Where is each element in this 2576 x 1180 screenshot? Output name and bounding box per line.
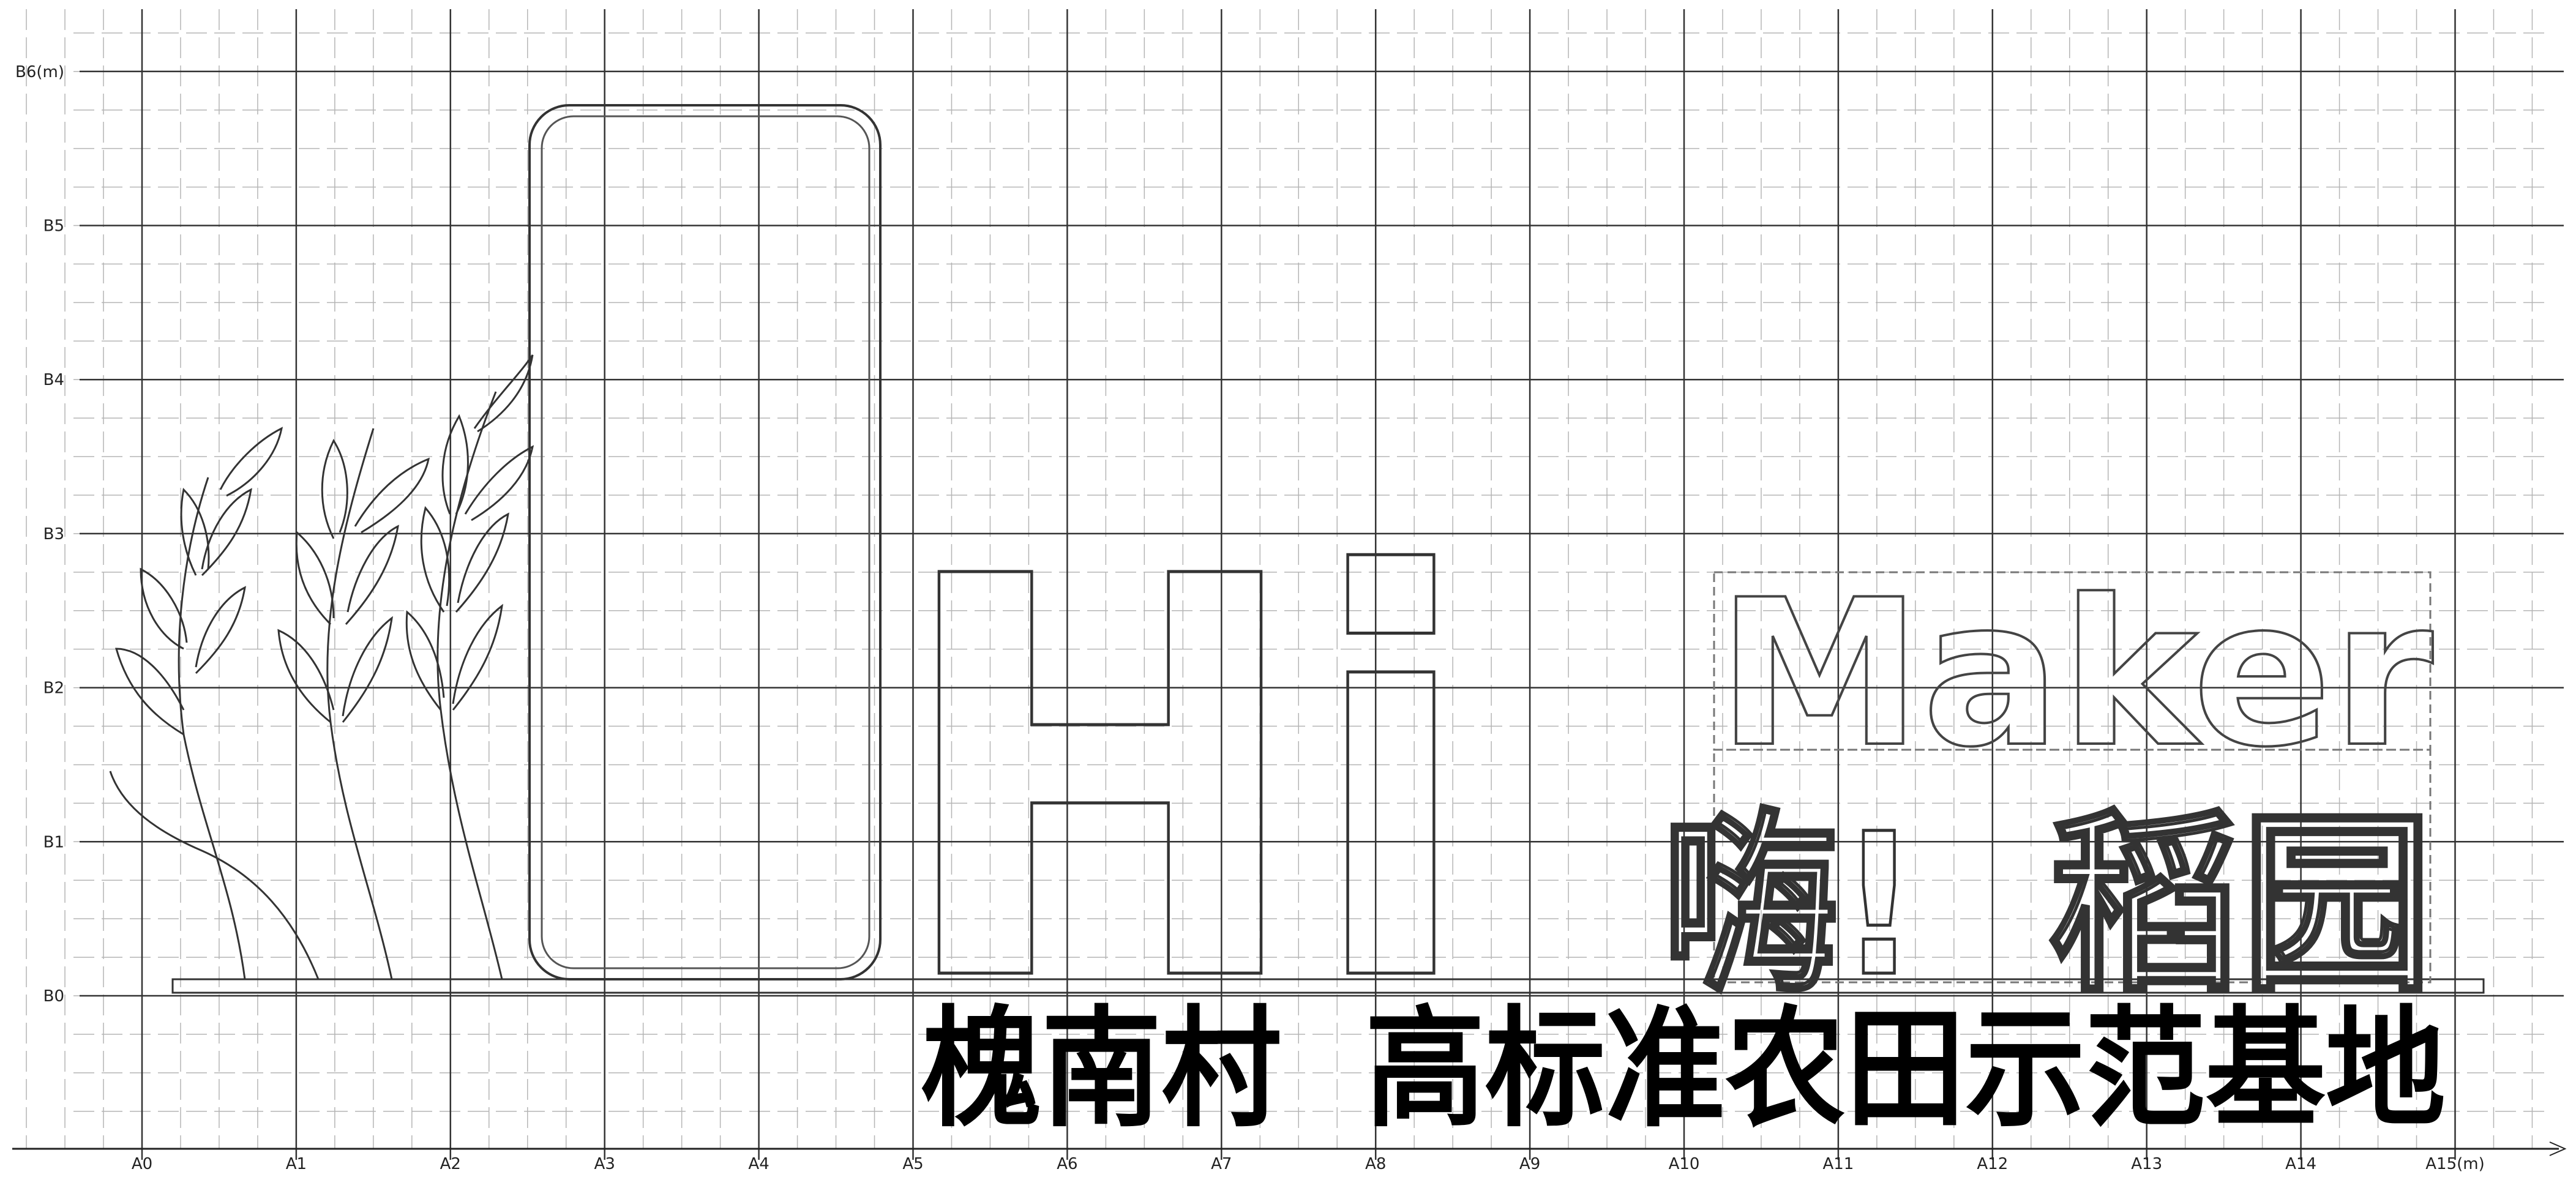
x-axis-label: A2: [440, 1155, 461, 1173]
x-axis-label: A1: [286, 1155, 307, 1173]
rounded-panel-inner: [541, 115, 871, 969]
hai-characters: 嗨!: [1662, 792, 1919, 1020]
x-axis-label: A12: [1977, 1155, 2008, 1173]
y-axis-label: B5: [43, 217, 64, 236]
base-plinth: [171, 978, 2485, 994]
y-axis-label: B2: [43, 679, 64, 698]
x-axis-label: A7: [1211, 1155, 1232, 1173]
leaf-plant-graphic: [109, 354, 534, 980]
y-axis-label: B4: [43, 371, 64, 389]
x-axis-label: A9: [1519, 1155, 1540, 1173]
x-axis-label: A6: [1057, 1155, 1077, 1173]
x-axis-label: A14: [2285, 1155, 2316, 1173]
x-axis-label: A3: [594, 1155, 615, 1173]
y-axis-label: B1: [43, 833, 64, 851]
x-axis-labels: A0 A1 A2 A3 A4 A5 A6 A7 A8 A9 A10 A11 A12 A13 A14 A15(m…: [132, 1155, 2485, 1173]
major-grid: [80, 9, 2564, 1160]
x-axis-label: A4: [748, 1155, 769, 1173]
y-axis-label: B3: [43, 525, 64, 543]
maker-guide-frame: [1713, 571, 2432, 984]
y-axis-labels: B0 B1 B2 B3 B4 B5 B6(m): [15, 63, 64, 1006]
rounded-panel-outer: [528, 104, 882, 980]
x-axis-label: A15(m): [2425, 1155, 2484, 1173]
x-axis-label: A10: [1669, 1155, 1700, 1173]
y-axis-label: B0: [43, 987, 64, 1006]
banner-text: 槐南村 高标准农田示范基地: [921, 993, 2446, 1145]
maker-word: Maker: [1717, 556, 2435, 791]
axis-lines: [12, 1141, 2567, 1156]
x-axis-label: A13: [2131, 1155, 2162, 1173]
x-axis-label: A5: [902, 1155, 923, 1173]
x-axis-label: A8: [1365, 1155, 1386, 1173]
x-axis-label: A0: [132, 1155, 152, 1173]
dao-yuan-characters: 稻园: [2048, 792, 2433, 1020]
x-axis-label: A11: [1822, 1155, 1854, 1173]
y-axis-label: B6(m): [15, 63, 64, 81]
hi-letters: Hi: [894, 463, 1475, 1103]
